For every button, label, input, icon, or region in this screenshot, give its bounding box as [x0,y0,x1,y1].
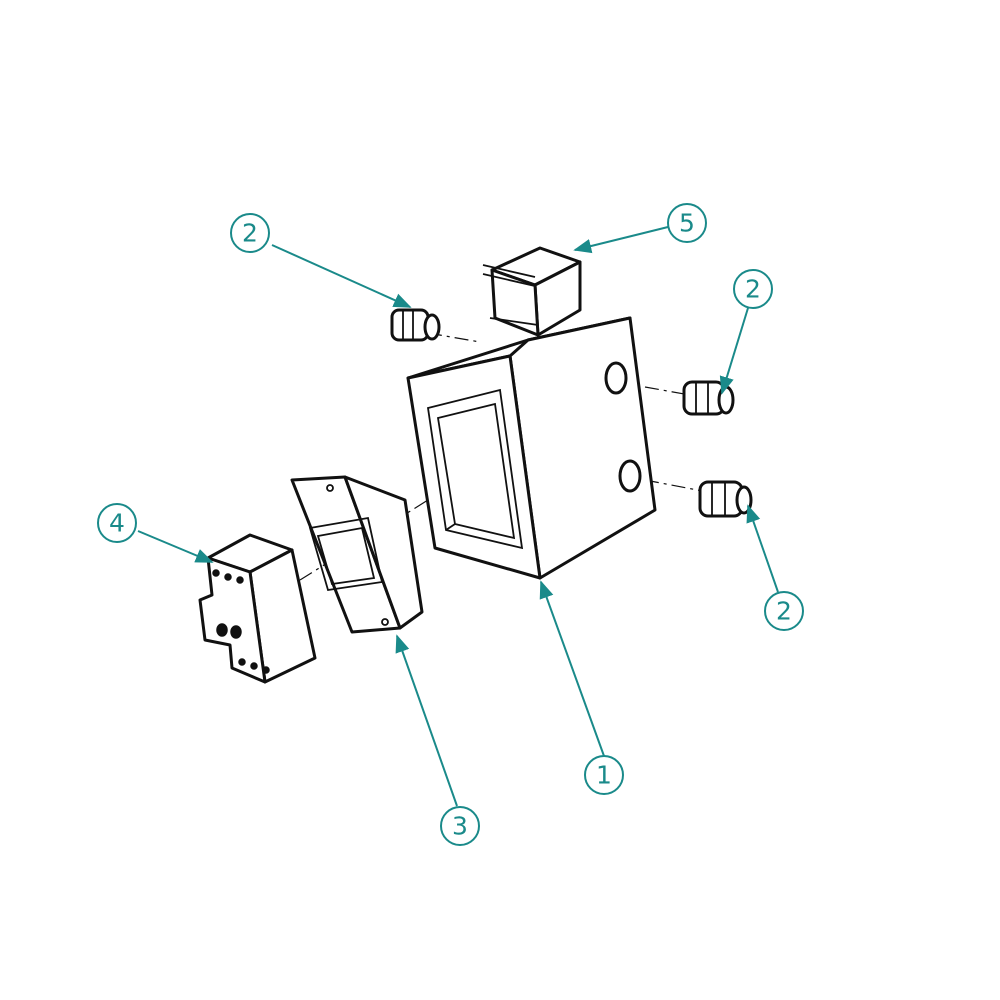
balloon-4: 4 [97,503,137,543]
top-fitting [482,246,582,337]
cable-gland-upper-left [390,308,441,342]
balloon-3-label: 3 [452,812,468,841]
balloon-2b-label: 2 [745,275,761,304]
flange-plate [290,475,424,634]
leader-lines [137,226,779,807]
balloon-2-upper-right: 2 [733,269,773,309]
balloon-2a-label: 2 [242,219,258,248]
balloon-2-upper-left: 2 [230,213,270,253]
balloon-5-label: 5 [679,209,695,238]
balloon-2c-label: 2 [776,597,792,626]
balloon-2-lower-right: 2 [764,591,804,631]
balloon-1-label: 1 [596,761,612,790]
balloon-1: 1 [584,755,624,795]
cable-gland-right-lower [698,480,753,518]
balloon-3: 3 [440,806,480,846]
cable-gland-right-upper [682,380,735,416]
balloon-5: 5 [667,203,707,243]
balloon-4-label: 4 [109,509,125,538]
switch-module [198,533,317,684]
enclosure-box [406,316,657,580]
